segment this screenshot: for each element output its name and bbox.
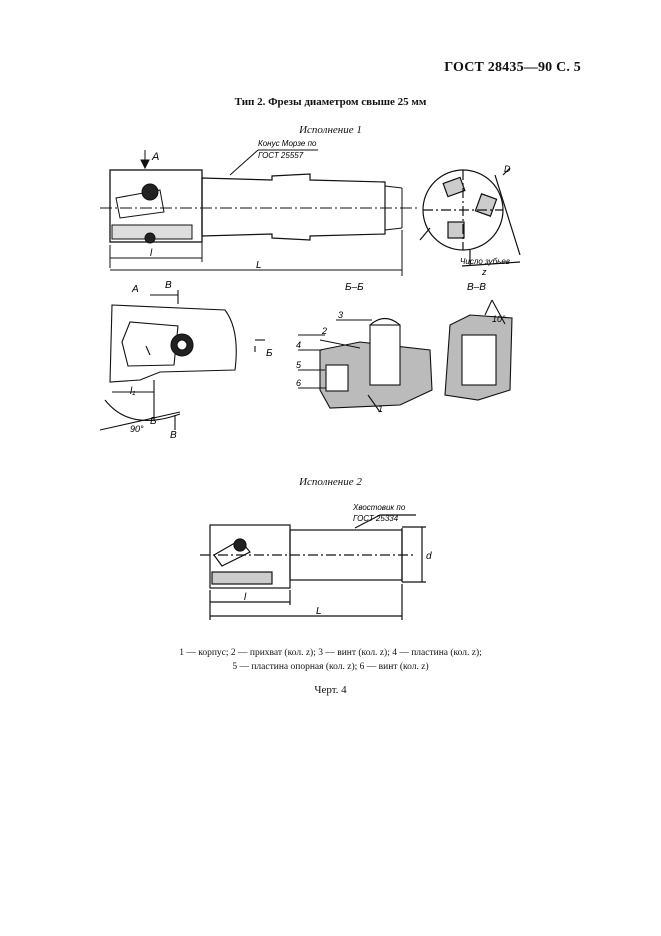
taper-standard: ГОСТ 25557 (258, 151, 304, 160)
dim-label-l1: l₁ (130, 386, 135, 397)
variant1-drawing: A Конус Морзе по ГОСТ 25557 l L D Число … (99, 139, 521, 441)
cut-label-b-bottom: Б (150, 416, 157, 427)
part-4: 4 (296, 340, 301, 350)
angle-90: 90° (130, 424, 144, 434)
shank-standard: ГОСТ 25334 (353, 514, 399, 523)
teeth-count-label: Число зубьев (460, 257, 510, 266)
variant2-label: Исполнение 2 (299, 476, 362, 488)
view-a-label: A (131, 284, 139, 295)
legend-line-2: 5 — пластина опорная (кол. z); 6 — винт … (232, 662, 429, 672)
part-3: 3 (338, 310, 343, 320)
dim-label-D: D (504, 164, 511, 174)
part-6: 6 (296, 378, 301, 388)
cut-label-b-right: Б (266, 348, 273, 359)
taper-callout: Конус Морзе по (258, 139, 317, 148)
part-2: 2 (321, 326, 327, 336)
dim-label-d: d (426, 551, 432, 562)
v2-dim-label-L: L (316, 606, 322, 617)
angle-10: 10° (492, 314, 506, 324)
morse-taper (201, 173, 386, 241)
view-label-a: A (151, 151, 159, 163)
clamp-screw (141, 183, 159, 201)
teeth-symbol: z (481, 267, 487, 277)
figure-caption: Черт. 4 (314, 684, 347, 696)
shank-callout: Хвостовик по (352, 503, 406, 512)
section-vv-label: В–В (467, 282, 486, 293)
dim-label-l: l (150, 248, 153, 259)
view-arrow-a-head (140, 159, 150, 170)
section-title: Тип 2. Фрезы диаметром свыше 25 мм (234, 96, 427, 108)
section-bb-label: Б–Б (345, 282, 364, 293)
cut-label-v-bottom: В (170, 430, 177, 441)
variant1-label: Исполнение 1 (299, 124, 362, 136)
view-a-body (109, 304, 237, 383)
part-5: 5 (296, 360, 302, 370)
variant2-drawing: Хвостовик по ГОСТ 25334 d l L (200, 503, 432, 620)
part-1: 1 (378, 404, 383, 414)
cut-label-v-top: В (165, 280, 172, 291)
legend-line-1: 1 — корпус; 2 — прихват (кол. z); 3 — ви… (179, 648, 482, 658)
document-reference: ГОСТ 28435—90 С. 5 (444, 60, 581, 75)
v2-dim-label-l: l (244, 592, 247, 603)
dim-label-L: L (256, 260, 262, 271)
